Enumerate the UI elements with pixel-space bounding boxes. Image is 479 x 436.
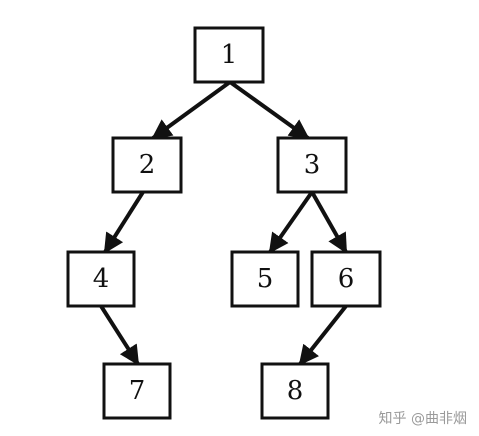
- tree-node-5: 5: [230, 250, 300, 308]
- node-box-2: [111, 136, 183, 194]
- tree-node-8: 8: [260, 362, 330, 420]
- node-box-4: [66, 250, 136, 308]
- edge-3-to-6: [310, 191, 348, 254]
- edge-1-to-2: [151, 80, 232, 140]
- edge-4-to-7: [99, 304, 140, 366]
- nodes-layer: 1 2 3 4 5 6 7 8: [66, 26, 382, 420]
- edge-1-to-3: [228, 80, 310, 140]
- edge-6-to-8: [298, 304, 348, 366]
- node-box-6: [310, 250, 382, 308]
- tree-node-6: 6: [310, 250, 382, 308]
- node-box-7: [102, 362, 172, 420]
- edge-2-to-4: [103, 190, 145, 254]
- node-box-8: [260, 362, 330, 420]
- node-label-2: 2: [139, 150, 156, 180]
- node-label-7: 7: [129, 376, 146, 406]
- node-box-1: [193, 26, 265, 84]
- tree-node-1: 1: [193, 26, 265, 84]
- node-label-8: 8: [287, 376, 304, 406]
- tree-node-2: 2: [111, 136, 183, 194]
- tree-node-3: 3: [276, 136, 348, 194]
- node-label-1: 1: [221, 40, 238, 70]
- tree-node-4: 4: [66, 250, 136, 308]
- node-label-6: 6: [338, 264, 355, 294]
- node-box-3: [276, 136, 348, 194]
- edges-layer: [99, 80, 348, 366]
- node-label-5: 5: [257, 264, 274, 294]
- watermark: 知乎 @曲非烟: [378, 411, 467, 427]
- edge-3-to-5: [268, 190, 314, 254]
- node-label-4: 4: [93, 264, 110, 294]
- tree-node-7: 7: [102, 362, 172, 420]
- node-label-3: 3: [304, 150, 321, 180]
- node-box-5: [230, 250, 300, 308]
